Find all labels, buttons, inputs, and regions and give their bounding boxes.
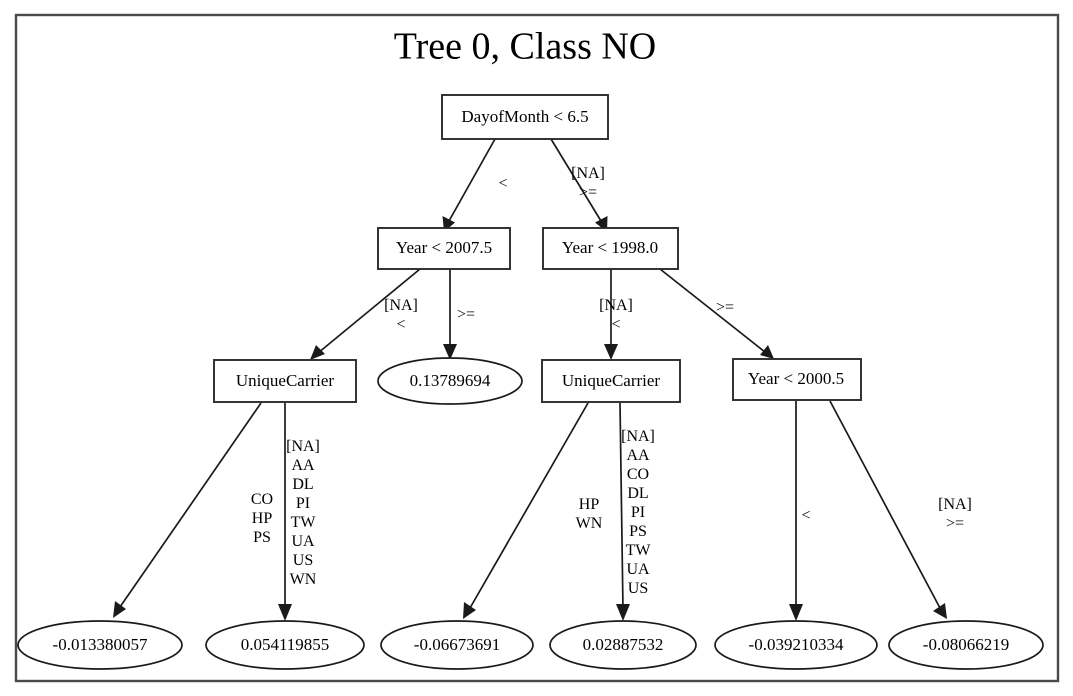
edge-label-e3: >= (457, 306, 475, 323)
edge-dayofmonth-to-year2007 (442, 138, 496, 232)
edge-year2007-to-uniquecarrier-left (310, 268, 421, 360)
edge-year1998-to-year2000 (659, 268, 774, 359)
node-label-n1: Year < 2007.5 (396, 238, 492, 257)
edge-label-e4: [NA]< (599, 297, 633, 333)
edge-uniquecarrier-right-to-leaf-n0066 (463, 402, 589, 619)
edge-label-e10: < (801, 507, 810, 524)
node-label-n5: UniqueCarrier (562, 371, 661, 390)
edge-uniquecarrier-left-to-leaf-n0013 (113, 402, 262, 618)
edge-year1998-to-uniquecarrier-right (604, 269, 618, 360)
leaf-0-13789694[interactable]: 0.13789694 (377, 357, 523, 405)
leaf-label-n10: 0.02887532 (583, 635, 664, 654)
edge-label-e0: < (498, 175, 507, 192)
leaf-0-02887532[interactable]: 0.02887532 (549, 620, 697, 670)
node-group: DayofMonth < 6.5 Year < 2007.5 Year < 19… (17, 94, 1044, 670)
node-year2000-split[interactable]: Year < 2000.5 (732, 358, 862, 401)
leaf-label-n12: -0.08066219 (923, 635, 1009, 654)
edge-label-e5: >= (716, 299, 734, 316)
edge-label-e1: [NA]>= (571, 165, 605, 201)
edge-label-e2: [NA]< (384, 297, 418, 333)
leaf-label-n11: -0.039210334 (749, 635, 844, 654)
node-year2007-split[interactable]: Year < 2007.5 (377, 227, 511, 270)
diagram-border (14, 13, 1060, 683)
edge-year2007-to-leaf-0137 (443, 269, 457, 360)
leaf-neg-0-08066219[interactable]: -0.08066219 (888, 620, 1044, 670)
node-label-n2: Year < 1998.0 (562, 238, 658, 257)
edge-year2000-to-leaf-n0080 (829, 400, 947, 619)
leaf-neg-0-06673691[interactable]: -0.06673691 (380, 620, 534, 670)
node-dayofmonth-split[interactable]: DayofMonth < 6.5 (441, 94, 609, 140)
leaf-label-n4: 0.13789694 (410, 371, 491, 390)
node-uniquecarrier-right-split[interactable]: UniqueCarrier (541, 359, 681, 403)
node-label-n3: UniqueCarrier (236, 371, 335, 390)
edge-uniquecarrier-left-to-leaf-0054 (278, 403, 292, 621)
leaf-0-054119855[interactable]: 0.054119855 (205, 620, 365, 670)
leaf-label-n7: -0.013380057 (53, 635, 148, 654)
node-uniquecarrier-left-split[interactable]: UniqueCarrier (213, 359, 357, 403)
leaf-neg-0-013380057[interactable]: -0.013380057 (17, 620, 183, 670)
node-label-n0: DayofMonth < 6.5 (461, 107, 588, 126)
edge-label-e11: [NA]>= (938, 496, 972, 532)
leaf-neg-0-039210334[interactable]: -0.039210334 (714, 620, 878, 670)
leaf-label-n8: 0.054119855 (241, 635, 330, 654)
edge-uniquecarrier-right-to-leaf-0028 (616, 402, 630, 621)
page-title: Tree 0, Class NO (394, 26, 657, 68)
node-year1998-split[interactable]: Year < 1998.0 (542, 227, 679, 270)
node-label-n6: Year < 2000.5 (748, 369, 844, 388)
leaf-label-n9: -0.06673691 (414, 635, 500, 654)
edge-year2000-to-leaf-n0039 (789, 401, 803, 621)
